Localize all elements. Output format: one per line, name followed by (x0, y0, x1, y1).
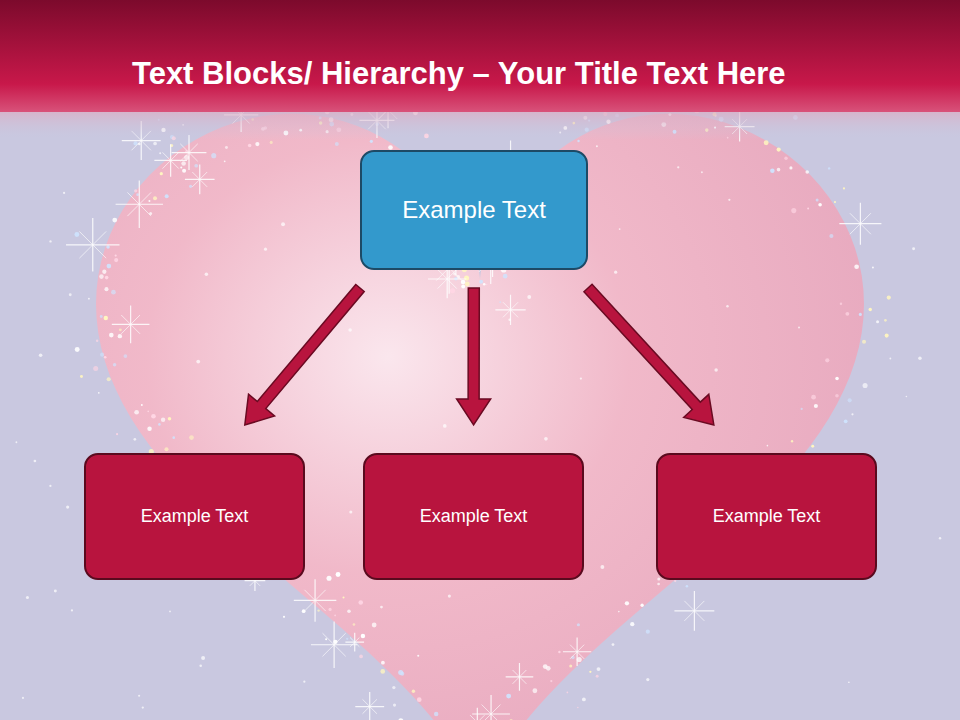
slide-title: Text Blocks/ Hierarchy – Your Title Text… (132, 56, 786, 92)
hierarchy-arrow (584, 284, 714, 425)
hierarchy-arrow (457, 288, 491, 425)
parent-box: Example Text (360, 150, 588, 270)
hierarchy-arrow (245, 284, 364, 425)
child-box: Example Text (656, 453, 877, 580)
box-label: Example Text (141, 506, 249, 527)
child-box: Example Text (84, 453, 305, 580)
box-label: Example Text (420, 506, 528, 527)
box-label: Example Text (713, 506, 821, 527)
child-box: Example Text (363, 453, 584, 580)
box-label: Example Text (402, 196, 546, 224)
